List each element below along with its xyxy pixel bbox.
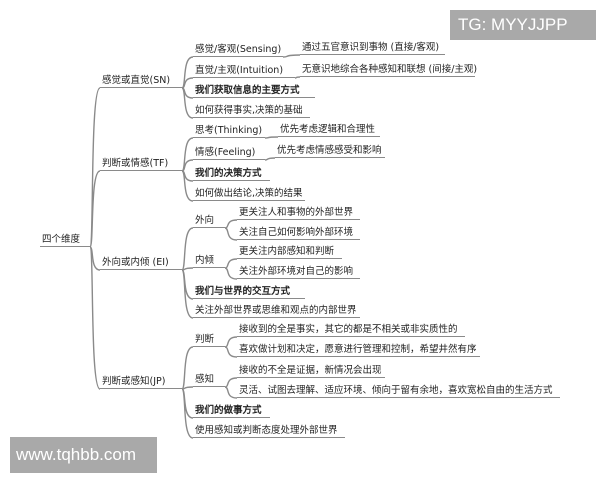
connector-line: [224, 219, 238, 229]
leaf-feeling: 优先考虑情感感受和影响: [275, 145, 385, 158]
node-extravert: 外向: [193, 215, 225, 228]
node-judging: 判断: [193, 334, 225, 347]
node-perceiving: 感知: [193, 374, 225, 387]
leaf-introvert-2: 关注外部环境对自己的影响: [237, 266, 360, 279]
sn-desc: 如何获得事实,决策的基础: [193, 105, 310, 118]
connector-line: [224, 386, 238, 399]
connector-line: [264, 157, 276, 161]
connector-line: [89, 246, 101, 390]
node-thinking: 思考(Thinking): [193, 125, 265, 138]
jp-summary: 我们的做事方式: [193, 405, 270, 418]
leaf-judging-1: 接收到的全是事实，其它的都是不相关或非实质性的: [237, 324, 465, 337]
connector-line: [224, 336, 238, 348]
leaf-thinking: 优先考虑逻辑和合理性: [278, 124, 380, 137]
connector-line: [224, 258, 238, 269]
watermark-url: www.tqhbb.com: [10, 437, 157, 473]
leaf-judging-2: 喜欢做计划和决定，愿意进行管理和控制，希望井然有序: [237, 344, 480, 357]
connector-line: [224, 267, 238, 280]
connector-line: [89, 170, 101, 248]
connector-line: [224, 346, 238, 358]
leaf-perceiving-2: 灵活、试图去理解、适应环境、倾向于留有余地，喜欢宽松自由的生活方式: [237, 385, 560, 398]
branch-jp: 判断或感知(JP): [100, 376, 182, 389]
connector-line: [264, 136, 279, 139]
leaf-introvert-1: 更关注内部感知和判断: [237, 246, 342, 259]
connector-line: [181, 227, 194, 271]
root-node: 四个维度: [40, 234, 90, 247]
jp-desc: 使用感知或判断态度处理外部世界: [193, 425, 345, 438]
branch-sn: 感觉或直觉(SN): [100, 75, 182, 88]
connector-line: [181, 269, 194, 319]
connector-line: [181, 87, 194, 119]
leaf-extravert-1: 更关注人和事物的外部世界: [237, 207, 360, 220]
node-intuition: 直觉/主观(Intuition): [193, 65, 295, 78]
connector-line: [181, 56, 194, 89]
leaf-sensing: 通过五官意识到事物 (直接/客观): [300, 42, 445, 55]
connector-line: [89, 87, 101, 248]
branch-tf: 判断或情感(TF): [100, 158, 182, 171]
connector-line: [224, 227, 238, 241]
leaf-perceiving-1: 接收的不全是证据，新情况会出现: [237, 365, 385, 378]
ei-desc: 关注外部世界或思维和观点的内部世界: [193, 305, 360, 318]
connector-line: [181, 388, 194, 439]
connector-line: [181, 170, 194, 202]
tf-desc: 如何做出结论,决策的结果: [193, 188, 305, 201]
node-feeling: 情感(Feeling): [193, 147, 265, 160]
connector-line: [294, 76, 301, 79]
tf-summary: 我们的决策方式: [193, 168, 270, 181]
sn-summary: 我们获取信息的主要方式: [193, 85, 315, 98]
connector-line: [181, 346, 194, 390]
connector-line: [224, 377, 238, 388]
connector-line: [282, 54, 301, 58]
leaf-extravert-2: 关注自己如何影响外部环境: [237, 227, 360, 240]
watermark-tg: TG: MYYJJPP: [450, 10, 596, 40]
node-introvert: 内倾: [193, 255, 225, 268]
node-sensing: 感觉/客观(Sensing): [193, 44, 283, 57]
branch-ei: 外向或内倾 (EI): [100, 257, 182, 270]
ei-summary: 我们与世界的交互方式: [193, 286, 305, 299]
connector-line: [181, 137, 194, 172]
leaf-intuition: 无意识地综合各种感知和联想 (间接/主观): [300, 64, 478, 77]
